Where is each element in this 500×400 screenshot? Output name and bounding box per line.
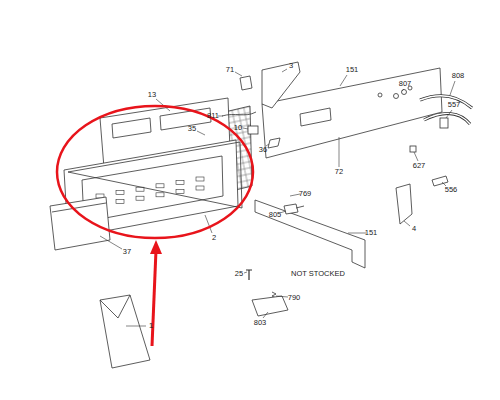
panel-button <box>156 193 164 197</box>
callout-number: 71 <box>226 66 234 74</box>
panel-button <box>176 189 184 193</box>
panel-window <box>300 108 331 126</box>
overlay-card <box>50 197 110 250</box>
panel-button <box>156 184 164 188</box>
callout-number: 4 <box>412 225 416 233</box>
panel-button <box>116 191 124 195</box>
valve-part <box>432 176 448 186</box>
panel-button <box>136 187 144 191</box>
highlight-arrow <box>152 250 156 346</box>
callout-number: 769 <box>299 190 312 198</box>
fitting <box>410 146 416 152</box>
panel-button <box>196 186 204 190</box>
envelope-flap <box>100 295 130 318</box>
panel-button <box>196 177 204 181</box>
callout-number: 37 <box>123 248 131 256</box>
nut <box>402 90 407 95</box>
arrow-head <box>150 240 162 254</box>
panel-edge <box>68 142 242 208</box>
callout-number: 557 <box>448 101 461 109</box>
callout-number: 811 <box>207 112 219 120</box>
connector <box>440 118 448 128</box>
callout-number: 25 <box>235 270 243 278</box>
hinge-part <box>284 204 304 214</box>
highlight-ellipse <box>57 106 253 238</box>
callout-number: 10 <box>234 124 242 132</box>
end-bracket <box>262 62 300 108</box>
callout-number: 151 <box>346 66 359 74</box>
callout-number: 35 <box>188 125 196 133</box>
hose-inner <box>420 96 472 108</box>
callout-number: 151 <box>365 229 378 237</box>
plate-cutout <box>112 118 151 138</box>
small-bracket <box>240 76 252 90</box>
panel-button <box>136 196 144 200</box>
callout-number: 808 <box>452 72 465 80</box>
callout-number: 556 <box>445 186 458 194</box>
panel-button <box>116 200 124 204</box>
switch <box>248 126 258 134</box>
clip <box>268 138 280 148</box>
callout-number: 790 <box>288 294 301 302</box>
card-edge <box>52 203 106 212</box>
literature-envelope <box>100 295 150 368</box>
nut <box>394 94 399 99</box>
wire <box>222 112 256 116</box>
end-bracket <box>396 184 412 224</box>
callout-number: 1 <box>149 322 153 330</box>
callout-number: 807 <box>399 80 412 88</box>
screw <box>246 270 252 280</box>
lower-trim <box>255 200 365 268</box>
callout-number: 627 <box>413 162 426 170</box>
callout-number: 2 <box>212 234 216 242</box>
plate-cutout <box>160 108 211 130</box>
hose <box>420 96 472 108</box>
panel-hole <box>378 93 382 97</box>
panel-buttons <box>96 177 204 207</box>
note-label: NOT STOCKED <box>291 270 345 278</box>
callout-number: 13 <box>148 91 156 99</box>
callout-number: 803 <box>254 319 267 327</box>
callout-number: 3 <box>289 62 293 70</box>
panel-button <box>176 180 184 184</box>
callout-number: 805 <box>269 211 282 219</box>
callout-number: 72 <box>335 168 343 176</box>
callout-number: 36 <box>259 146 267 154</box>
latch <box>252 296 288 316</box>
